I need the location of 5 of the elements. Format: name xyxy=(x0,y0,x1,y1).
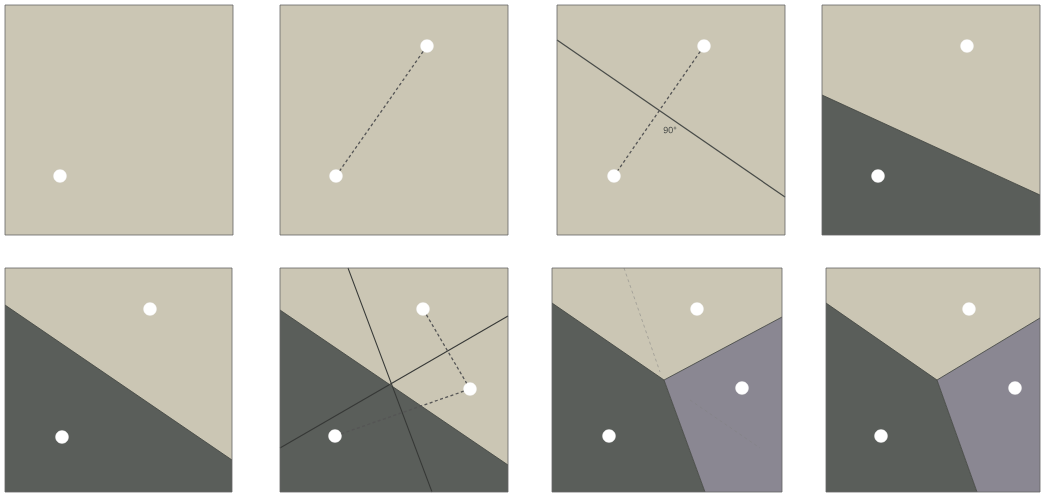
dashed-line xyxy=(340,390,465,435)
angle-label: 90° xyxy=(663,126,677,134)
dashed-line xyxy=(617,50,701,172)
dashed-line xyxy=(339,50,424,172)
dashed-line xyxy=(425,314,468,384)
